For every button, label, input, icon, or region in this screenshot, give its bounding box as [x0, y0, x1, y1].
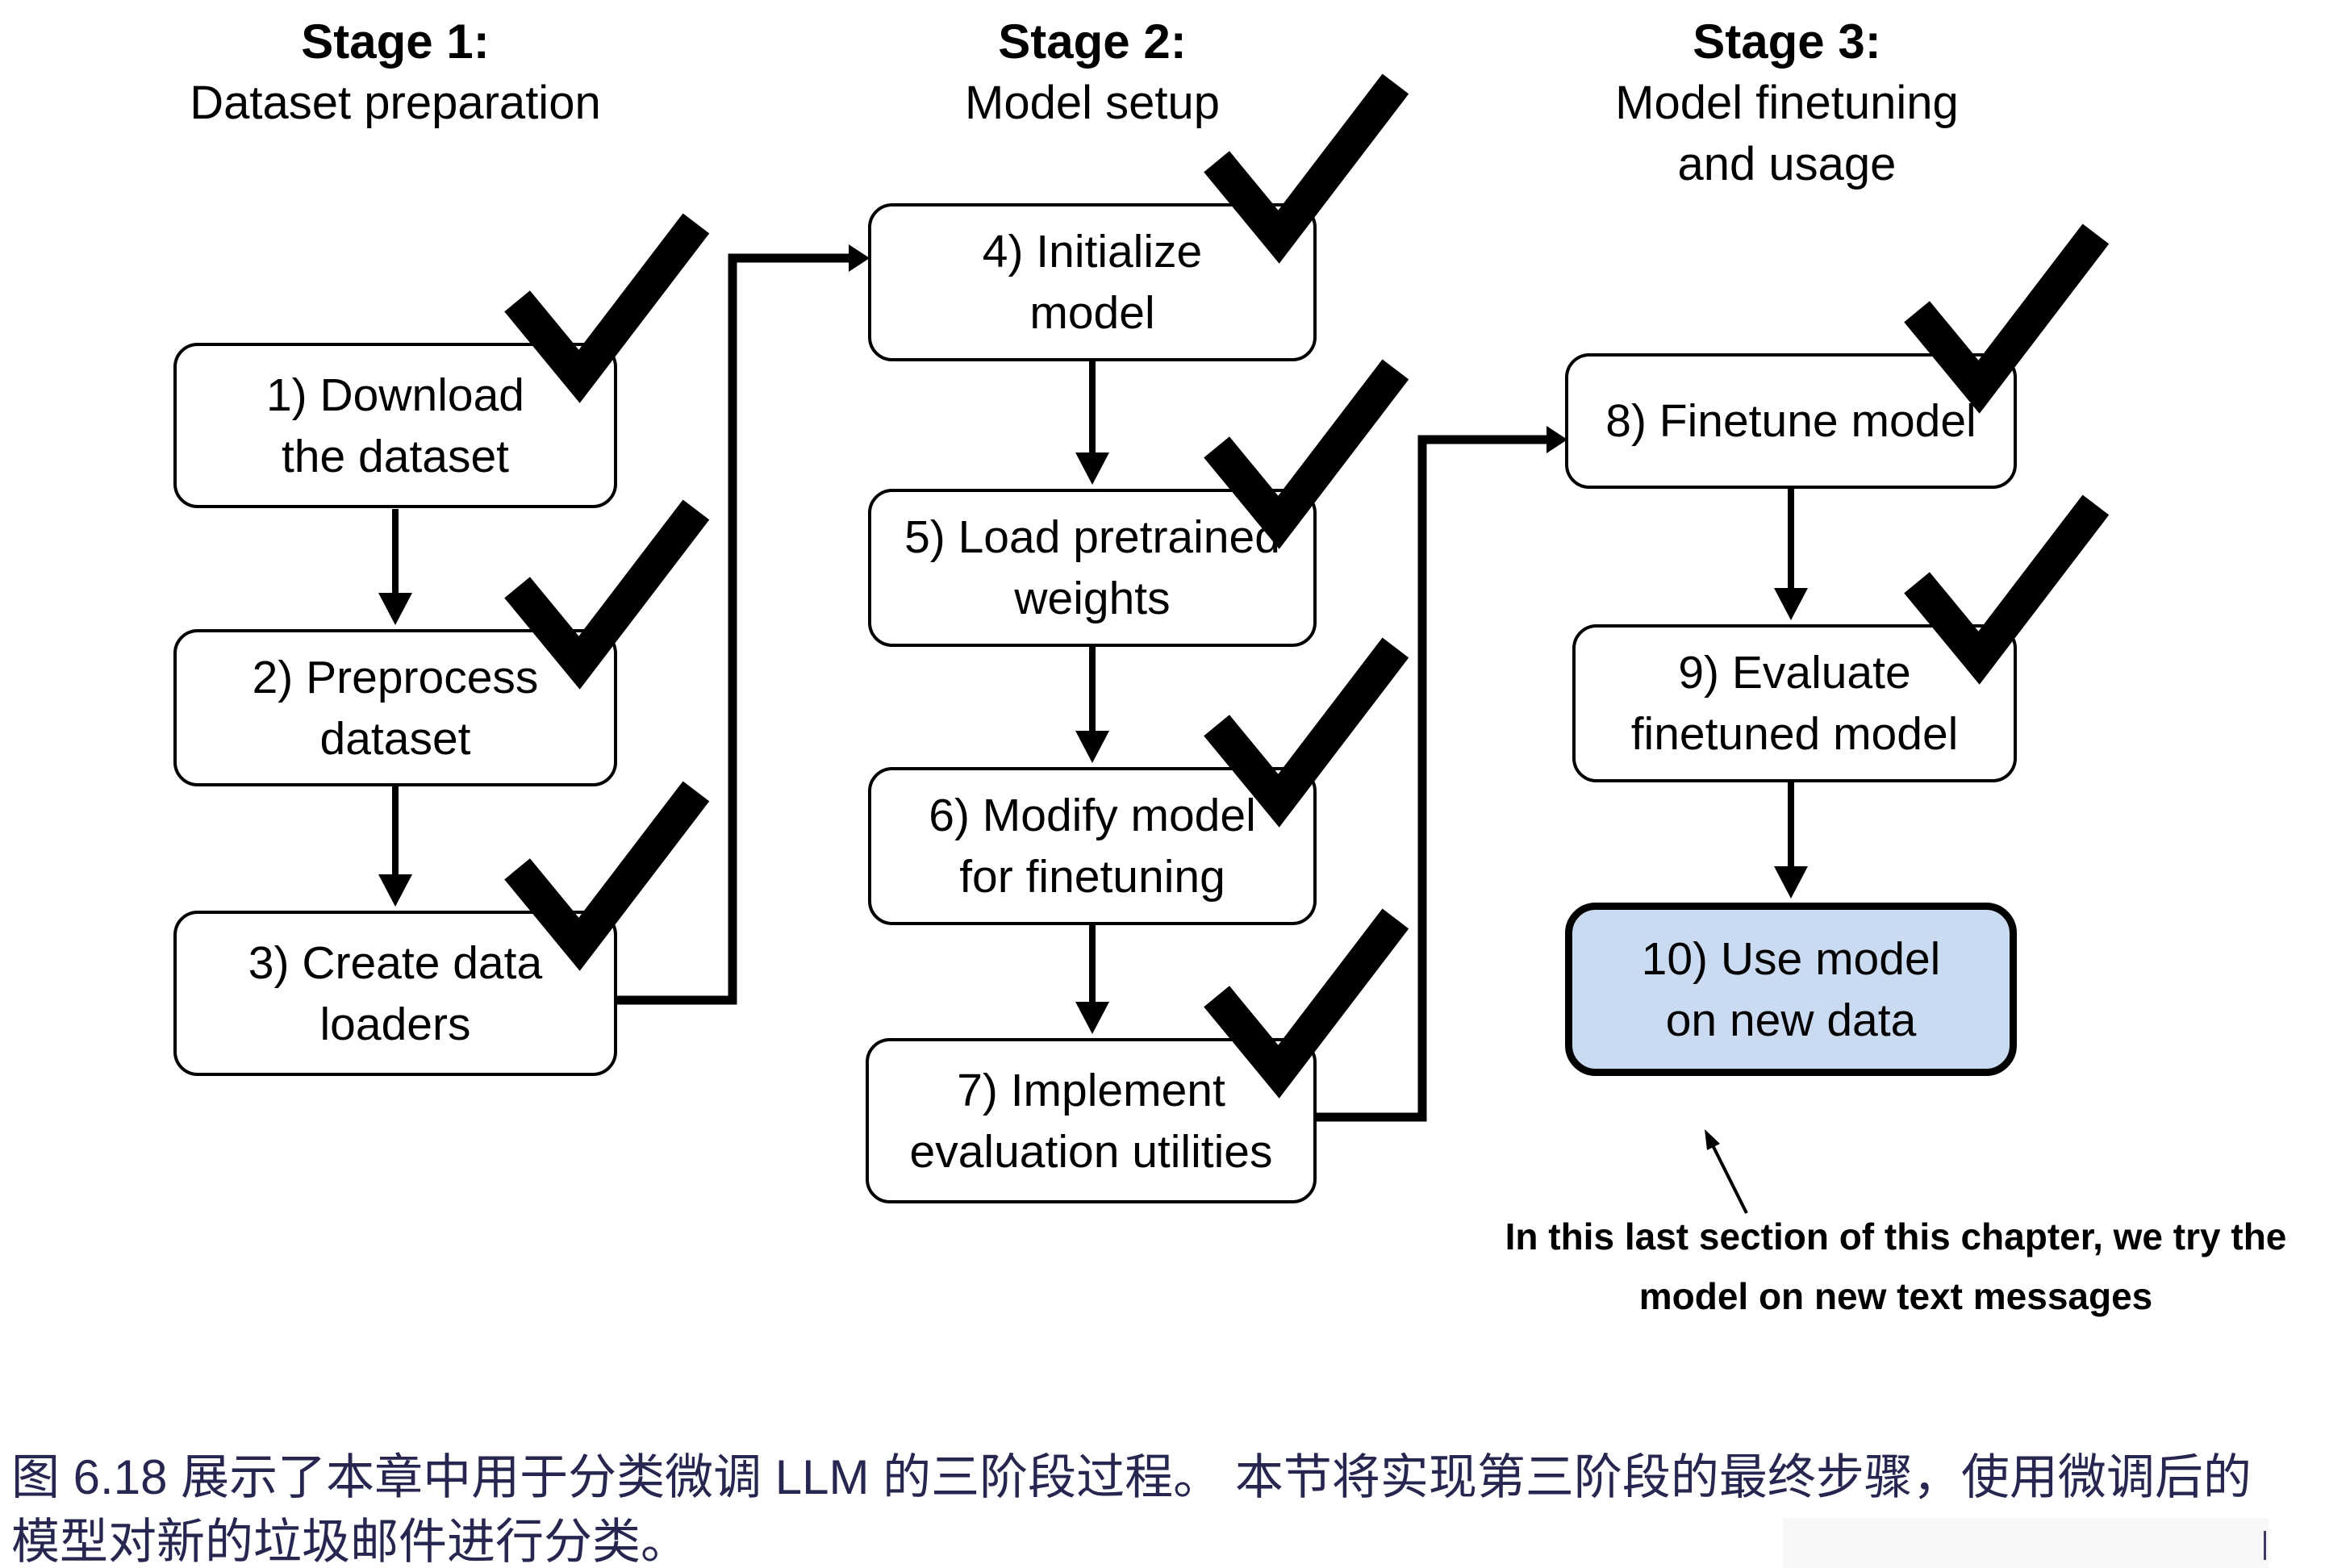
checkmark-icon: [1904, 494, 2110, 685]
step-box-1: 1) Download the dataset: [173, 343, 617, 508]
step-box-5: 5) Load pretrained weights: [868, 489, 1317, 647]
step-8-label: 8) Finetune model: [1605, 395, 1976, 447]
step-box-10-highlighted: 10) Use model on new data: [1565, 903, 2017, 1076]
checkmark-icon: [504, 781, 710, 971]
annotation-line1: In this last section of this chapter, we…: [1505, 1216, 2287, 1257]
stage3-subtitle-line2: and usage: [1677, 138, 1897, 190]
checkmark-icon: [504, 499, 710, 690]
stage3-subtitle: Model finetuning: [1615, 77, 1959, 129]
step-2-label-line2: dataset: [319, 712, 471, 765]
step-7-label: 7) Implement: [957, 1064, 1225, 1116]
step-box-6: 6) Modify model for finetuning: [868, 767, 1317, 925]
arrow-down-icon: [378, 786, 412, 907]
stage3-title: Stage 3:: [1693, 15, 1881, 69]
arrow-down-icon: [1774, 489, 1808, 620]
step-1-label: 1) Download: [265, 369, 524, 421]
stage1-subtitle: Dataset preparation: [190, 77, 601, 129]
step-5-label-line2: weights: [1014, 573, 1171, 624]
step-6-label: 6) Modify model: [929, 790, 1256, 841]
checkmark-icon: [1204, 908, 1409, 1099]
connector-step7-to-step8: [1317, 426, 1567, 1122]
stage2-title: Stage 2:: [998, 15, 1187, 69]
arrow-down-icon: [1075, 925, 1109, 1034]
figure-caption: 图 6.18 展示了本章中用于分类微调 LLM 的三阶段过程。 本节将实现第三阶…: [11, 1445, 2319, 1568]
arrow-down-icon: [1774, 782, 1808, 899]
step-7-label-line2: evaluation utilities: [909, 1125, 1273, 1178]
text-cursor: [2264, 1531, 2266, 1560]
checkmark-icon: [1204, 73, 1409, 264]
step-box-3: 3) Create data loaders: [173, 911, 617, 1076]
step-box-8: 8) Finetune model: [1565, 353, 2017, 489]
step-4-label-line2: model: [1029, 287, 1155, 339]
checkmark-icon: [1904, 223, 2110, 414]
annotation-arrow-icon: [1705, 1129, 1748, 1214]
caption-line1: 图 6.18 展示了本章中用于分类微调 LLM 的三阶段过程。 本节将实现第三阶…: [11, 1450, 2252, 1504]
step-4-label: 4) Initialize: [982, 226, 1203, 277]
connector-step3-to-step4: [617, 244, 870, 1005]
annotation-note: In this last section of this chapter, we…: [1444, 1207, 2325, 1326]
step-10-label-line2: on new data: [1665, 994, 1917, 1046]
step-6-label-line2: for finetuning: [959, 851, 1225, 903]
step-2-label: 2) Preprocess: [252, 651, 539, 703]
arrow-down-icon: [378, 509, 412, 625]
stage3-header: Stage 3: Model finetuning and usage: [1505, 11, 2069, 195]
step-9-label-line2: finetuned model: [1630, 708, 1959, 760]
arrow-down-icon: [1075, 647, 1109, 763]
step-box-7: 7) Implement evaluation utilities: [866, 1038, 1317, 1203]
stage2-header: Stage 2: Model setup: [810, 11, 1375, 134]
stage1-title: Stage 1:: [301, 15, 490, 69]
caption-line2: 模型对新的垃圾邮件进行分类。: [11, 1515, 689, 1568]
step-9-label: 9) Evaluate: [1678, 647, 1911, 699]
arrow-down-icon: [1075, 361, 1109, 485]
step-box-2: 2) Preprocess dataset: [173, 629, 617, 786]
step-box-4: 4) Initialize model: [868, 203, 1317, 361]
stage1-header: Stage 1: Dataset preparation: [113, 11, 678, 134]
stage2-subtitle: Model setup: [965, 77, 1220, 129]
step-10-label: 10) Use model: [1641, 932, 1941, 985]
checkmark-icon: [504, 213, 710, 403]
background-strip: [1783, 1518, 2269, 1568]
checkmark-icon: [1204, 359, 1409, 549]
step-box-9: 9) Evaluate finetuned model: [1572, 624, 2017, 782]
checkmark-icon: [1204, 637, 1409, 828]
step-3-label: 3) Create data: [248, 936, 543, 989]
annotation-line2: model on new text messages: [1638, 1275, 2153, 1317]
step-3-label-line2: loaders: [319, 998, 471, 1050]
step-1-label-line2: the dataset: [281, 430, 510, 482]
step-5-label: 5) Load pretrained: [904, 511, 1280, 563]
